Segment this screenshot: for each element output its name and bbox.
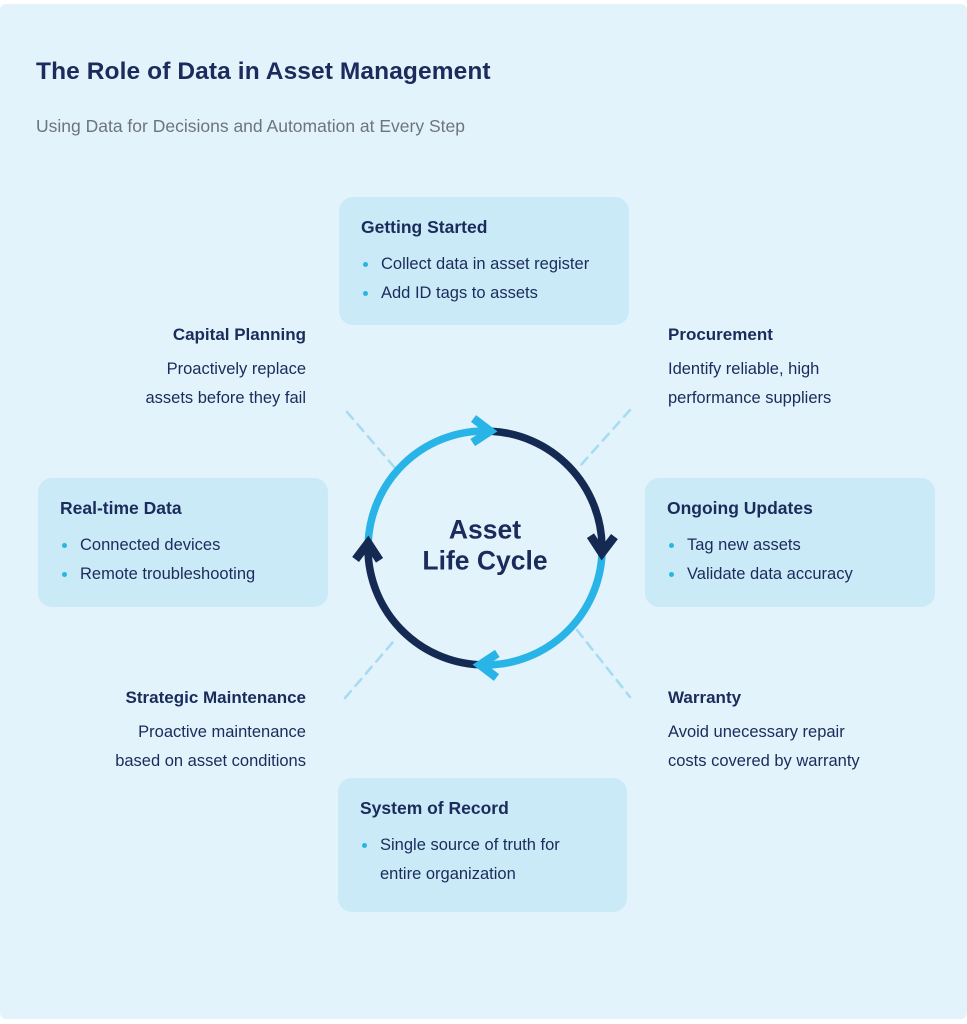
cycle-arrowhead-top-icon — [470, 415, 498, 447]
cycle-label-line2: Life Cycle — [422, 545, 548, 576]
bullet-dot-icon — [362, 843, 367, 848]
bullet-dot-icon — [669, 543, 674, 548]
bullet-text-line: entire organization — [380, 865, 516, 883]
label-title: Strategic Maintenance — [125, 688, 306, 707]
card-title: System of Record — [360, 798, 509, 818]
list-item: Add ID tags to assets — [361, 279, 607, 308]
cycle-label-line1: Asset — [448, 514, 522, 545]
cycle-arc-navy-top-right — [490, 427, 606, 547]
dashed-connector-top-right — [578, 408, 632, 468]
cycle-arc-navy-bottom-left — [364, 549, 480, 669]
bullet-text: Single source of truth for entire organi… — [380, 831, 560, 889]
bullet-dot-icon — [62, 572, 67, 577]
label-title: Procurement — [668, 325, 773, 344]
card-ongoing-updates: Ongoing Updates Tag new assets Validate … — [645, 478, 935, 607]
label-line: Avoid unecessary repair — [668, 723, 845, 741]
bullet-text: Add ID tags to assets — [381, 284, 538, 302]
bullet-text: Connected devices — [80, 536, 221, 554]
cycle-arrowhead-bottom-icon — [472, 649, 500, 681]
cycle-arrowhead-right-icon — [586, 533, 618, 561]
cycle-arc-cyan-top-left — [364, 427, 484, 543]
cycle-arc-cyan-bottom-right — [486, 553, 606, 669]
bullet-text: Collect data in asset register — [381, 255, 590, 273]
label-warranty: Warranty Avoid unecessary repair costs c… — [668, 688, 860, 776]
label-capital-planning: Capital Planning Proactively replace ass… — [145, 325, 306, 413]
label-line: assets before they fail — [145, 389, 306, 407]
label-line: Proactively replace — [166, 360, 306, 378]
cycle-center-label: Asset Life Cycle — [422, 515, 547, 577]
card-title: Getting Started — [361, 217, 488, 237]
bullet-text-line: Single source of truth for — [380, 836, 560, 854]
label-line: performance suppliers — [668, 389, 832, 407]
bullet-dot-icon — [363, 291, 368, 296]
cycle-arrowhead-left-icon — [352, 535, 384, 563]
label-title: Capital Planning — [172, 325, 306, 344]
list-item: Tag new assets — [667, 531, 913, 560]
dashed-connector-bottom-left — [343, 640, 395, 700]
card-title: Ongoing Updates — [667, 498, 813, 518]
label-line: costs covered by warranty — [668, 752, 860, 770]
bullet-text: Remote troubleshooting — [80, 565, 256, 583]
list-item: Connected devices — [60, 531, 306, 560]
page-subtitle: Using Data for Decisions and Automation … — [36, 116, 465, 136]
bullet-dot-icon — [363, 262, 368, 267]
label-line: based on asset conditions — [115, 752, 306, 770]
label-title: Warranty — [668, 688, 742, 707]
card-system-of-record: System of Record Single source of truth … — [338, 778, 627, 912]
dashed-connector-bottom-right — [575, 628, 632, 699]
list-item: Remote troubleshooting — [60, 560, 306, 589]
list-item: Single source of truth for entire organi… — [360, 831, 605, 889]
label-procurement: Procurement Identify reliable, high perf… — [668, 325, 831, 413]
dashed-connector-top-left — [345, 410, 397, 470]
card-real-time-data: Real-time Data Connected devices Remote … — [38, 478, 328, 607]
list-item: Collect data in asset register — [361, 250, 607, 279]
page-title: The Role of Data in Asset Management — [36, 58, 491, 85]
card-getting-started: Getting Started Collect data in asset re… — [339, 197, 629, 325]
bullet-dot-icon — [62, 543, 67, 548]
label-line: Identify reliable, high — [668, 360, 820, 378]
list-item: Validate data accuracy — [667, 560, 913, 589]
card-title: Real-time Data — [60, 498, 182, 518]
label-line: Proactive maintenance — [138, 723, 306, 741]
label-strategic-maintenance: Strategic Maintenance Proactive maintena… — [115, 688, 306, 776]
bullet-text: Tag new assets — [687, 536, 801, 554]
bullet-dot-icon — [669, 572, 674, 577]
bullet-text: Validate data accuracy — [687, 565, 853, 583]
